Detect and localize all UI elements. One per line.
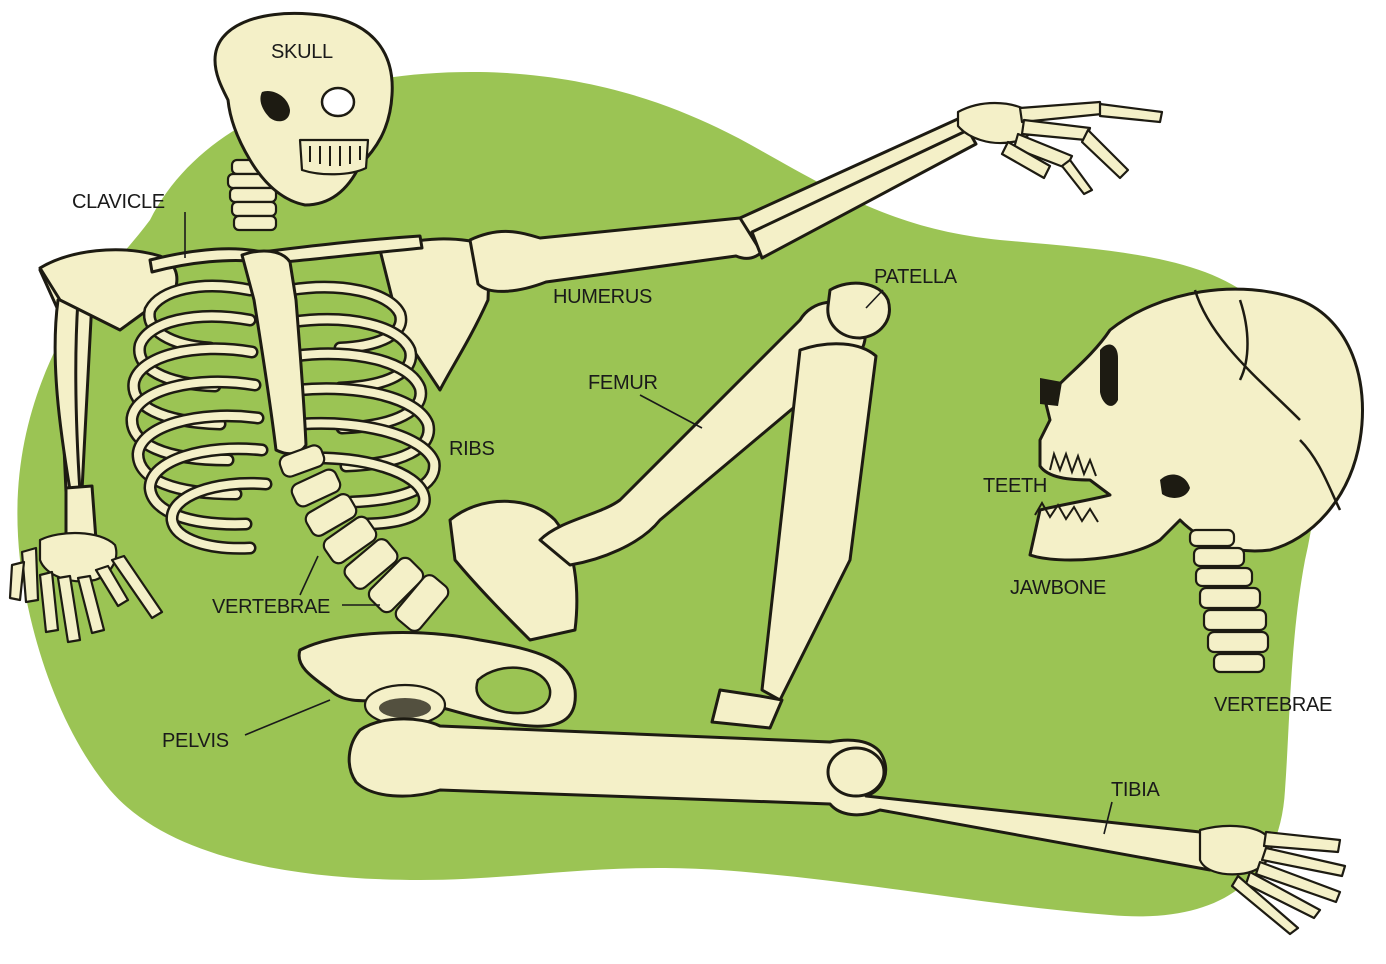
label-humerus: HUMERUS [553,286,652,308]
label-clavicle: CLAVICLE [72,191,165,213]
label-pelvis: PELVIS [162,730,229,752]
right-hand [958,102,1162,194]
label-tibia: TIBIA [1111,779,1160,801]
label-patella: PATELLA [874,266,958,288]
label-vertebrae-spine: VERTEBRAE [212,596,330,618]
label-femur: FEMUR [588,372,658,394]
label-jawbone: JAWBONE [1010,577,1106,599]
patella-bone [828,283,890,338]
label-skull: SKULL [271,41,333,63]
label-ribs: RIBS [449,438,494,460]
label-vertebrae-neck: VERTEBRAE [1214,694,1332,716]
label-teeth: TEETH [983,475,1047,497]
